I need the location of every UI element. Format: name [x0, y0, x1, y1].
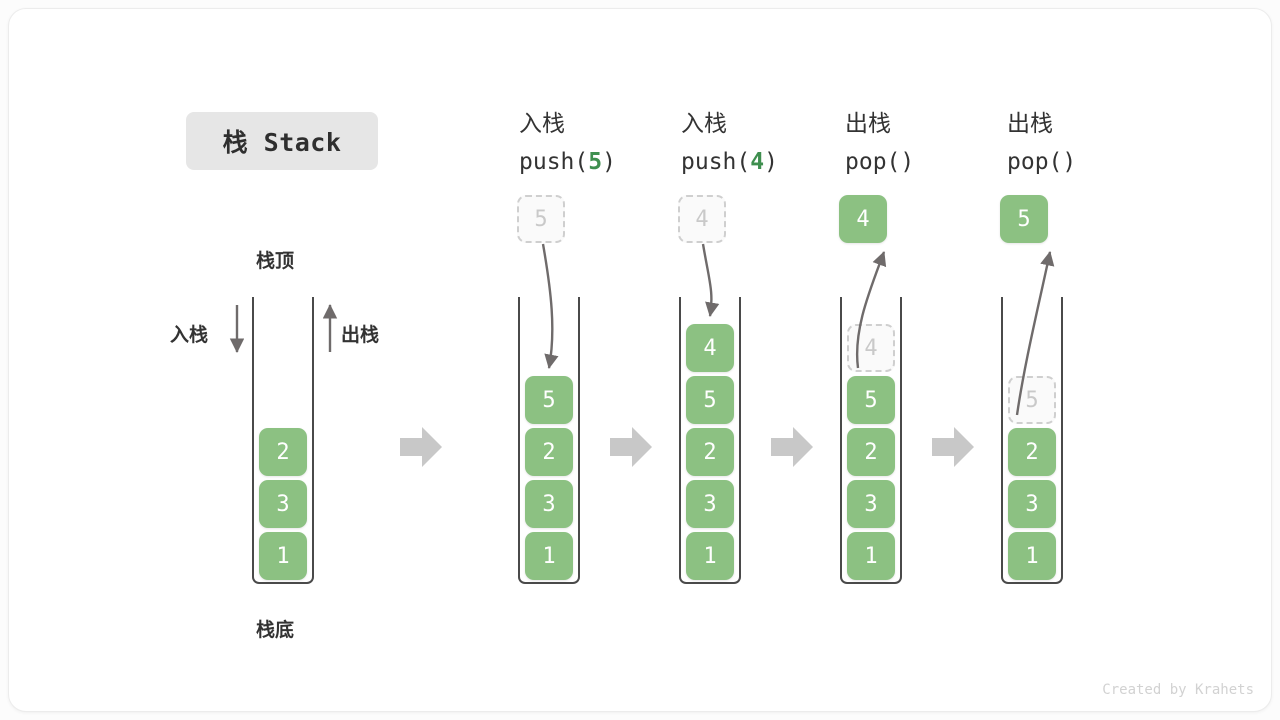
code-pre: push( — [681, 149, 751, 175]
stack-cell-push-4-4: 4 — [686, 324, 734, 372]
stack-cell-pop-2-1: 1 — [1008, 532, 1056, 580]
stack-cell-pop-1-1: 1 — [847, 532, 895, 580]
stack-cell-initial-1: 1 — [259, 532, 307, 580]
caption-code-pop-2: pop() — [1007, 143, 1167, 181]
stack-cell-push-5-3: 3 — [525, 480, 573, 528]
code-post: ) — [602, 149, 616, 175]
stack-container-pop-2 — [1001, 297, 1063, 584]
label-stack-bottom: 栈底 — [256, 619, 295, 641]
code-post: ) — [900, 149, 915, 175]
caption-push-5: 入栈 push(5) — [519, 105, 679, 181]
stack-cell-pop-1-2: 2 — [847, 428, 895, 476]
stack-cell-pop-1-4-removed: 4 — [847, 324, 895, 372]
caption-cn-pop-1: 出栈 — [845, 111, 891, 137]
stack-cell-push-4-5: 5 — [686, 376, 734, 424]
footer-credit: Created by Krahets — [1102, 682, 1254, 698]
stack-container-push-4 — [679, 297, 741, 584]
stack-cell-pop-2-3: 3 — [1008, 480, 1056, 528]
caption-cn-push-4: 入栈 — [681, 111, 727, 137]
label-stack-top: 栈顶 — [256, 250, 295, 272]
caption-pop-2: 出栈 pop() — [1007, 105, 1167, 181]
stack-cell-initial-2: 2 — [259, 428, 307, 476]
stack-cell-push-4-1: 1 — [686, 532, 734, 580]
caption-cn-pop-2: 出栈 — [1007, 111, 1053, 137]
floating-cell-push-4: 4 — [678, 195, 726, 243]
stack-cell-pop-2-2: 2 — [1008, 428, 1056, 476]
caption-code-push-5: push(5) — [519, 143, 679, 181]
code-pre: push( — [519, 149, 589, 175]
caption-push-4: 入栈 push(4) — [681, 105, 841, 181]
stack-cell-pop-1-5: 5 — [847, 376, 895, 424]
caption-pop-1: 出栈 pop() — [845, 105, 1005, 181]
stack-cell-push-4-3: 3 — [686, 480, 734, 528]
stack-cell-push-5-5: 5 — [525, 376, 573, 424]
stack-cell-push-5-1: 1 — [525, 532, 573, 580]
stack-cell-push-4-2: 2 — [686, 428, 734, 476]
stack-cell-push-5-2: 2 — [525, 428, 573, 476]
code-post: ) — [764, 149, 778, 175]
code-post: ) — [1062, 149, 1077, 175]
page-title: 栈 Stack — [222, 128, 342, 157]
label-push-direction: 入栈 — [170, 324, 209, 346]
caption-cn-push-5: 入栈 — [519, 111, 565, 137]
diagram-title-chip: 栈 Stack — [186, 112, 378, 170]
floating-cell-pop-2: 5 — [1000, 195, 1048, 243]
stack-container-initial — [252, 297, 314, 584]
caption-code-push-4: push(4) — [681, 143, 841, 181]
stack-cell-pop-2-5-removed: 5 — [1008, 376, 1056, 424]
floating-cell-push-5: 5 — [517, 195, 565, 243]
label-pop-direction: 出栈 — [341, 324, 380, 346]
caption-code-pop-1: pop() — [845, 143, 1005, 181]
stack-container-pop-1 — [840, 297, 902, 584]
code-num: 5 — [588, 149, 603, 175]
code-num: 4 — [750, 149, 765, 175]
stack-container-push-5 — [518, 297, 580, 584]
stack-cell-pop-1-3: 3 — [847, 480, 895, 528]
code-pre: pop( — [1007, 149, 1063, 175]
code-pre: pop( — [845, 149, 901, 175]
stack-cell-initial-3: 3 — [259, 480, 307, 528]
floating-cell-pop-1: 4 — [839, 195, 887, 243]
